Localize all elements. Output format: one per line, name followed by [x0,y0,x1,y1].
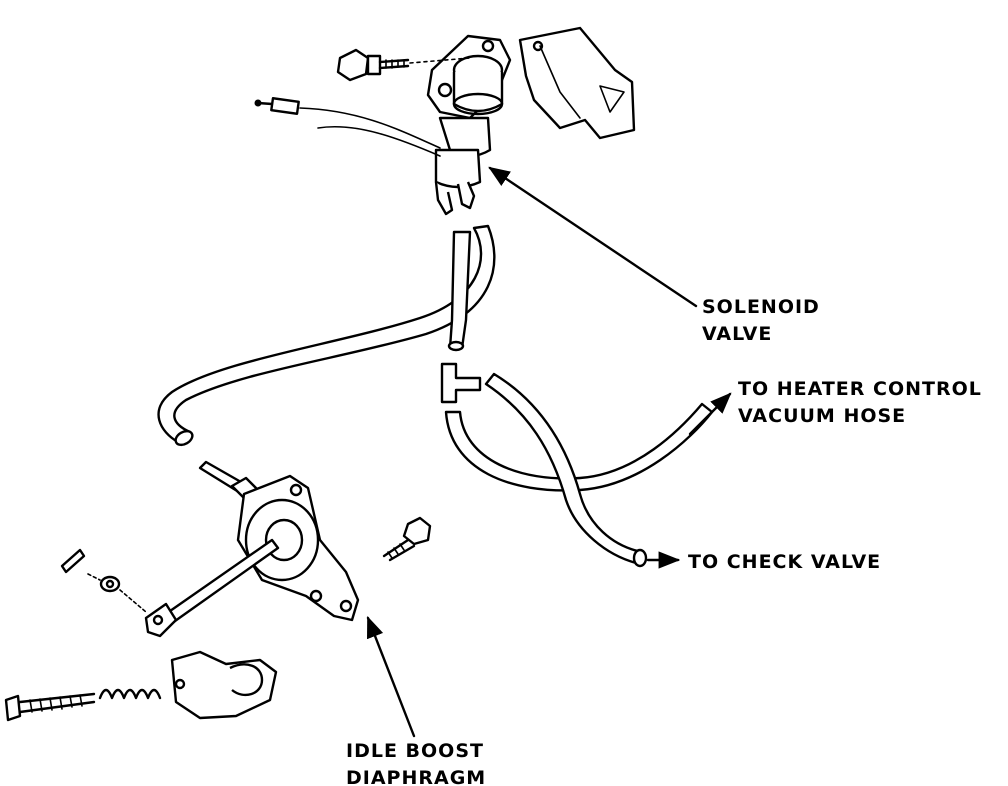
solenoid-valve-label: SOLENOID VALVE [702,294,820,348]
solenoid-valve-part [254,34,512,216]
bolt-part-top [336,48,471,82]
check-valve-label-line1: TO CHECK VALVE [688,551,882,573]
heater-hose-label-line2: VACUUM HOSE [738,405,907,427]
mounting-bracket-part [518,26,636,140]
solenoid-valve-label-line2: VALVE [702,323,773,345]
solenoid-valve-label-line1: SOLENOID [702,296,820,318]
heater-hose-leader [688,392,732,436]
heater-hose-label-line1: TO HEATER CONTROL [738,378,982,400]
solenoid-valve-leader [488,166,698,308]
idle-boost-leader [366,615,416,738]
idle-boost-diaphragm-part [60,460,360,638]
bolt-part-right [382,516,432,562]
idle-boost-label-line1: IDLE BOOST [346,740,484,762]
throttle-linkage-part [4,650,278,722]
idle-boost-label: IDLE BOOST DIAPHRAGM [346,738,486,786]
idle-boost-label-line2: DIAPHRAGM [346,767,487,786]
heater-hose-label: TO HEATER CONTROL VACUUM HOSE [738,376,982,430]
check-valve-label: TO CHECK VALVE [688,549,881,576]
vacuum-hoses [157,224,714,568]
